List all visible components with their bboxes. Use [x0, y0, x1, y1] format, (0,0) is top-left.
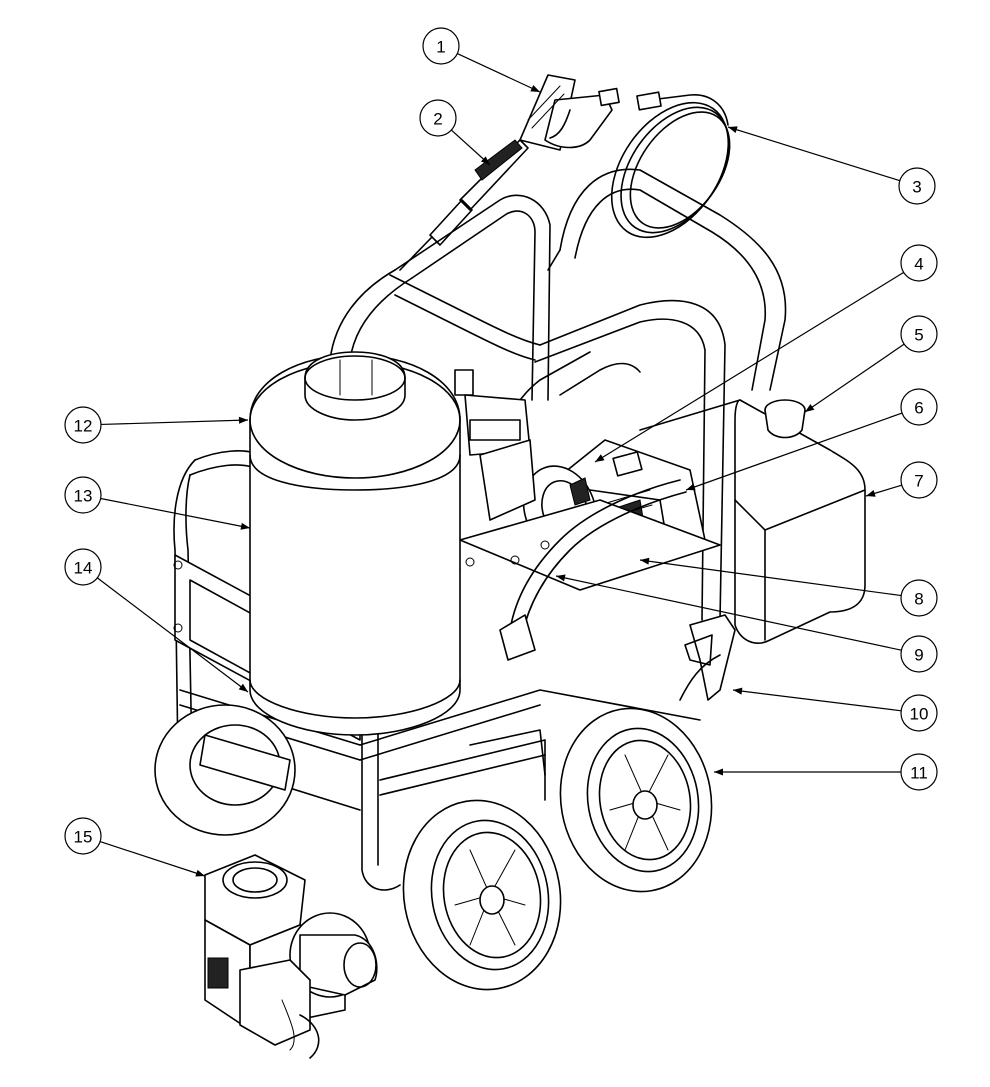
callout-number: 7 — [914, 472, 923, 491]
callout-arrowhead — [866, 490, 876, 497]
callout-circle — [64, 476, 102, 514]
callout-circle — [900, 315, 938, 353]
burner-fittings — [454, 369, 536, 521]
callout-arrowhead — [240, 522, 250, 530]
callout-leader-line — [804, 343, 905, 413]
callout-number: 14 — [74, 559, 93, 578]
callout-9: 9 — [555, 574, 938, 673]
callout-3: 3 — [727, 126, 936, 205]
callout-arrowhead — [640, 557, 650, 565]
callout-leader-line — [100, 419, 249, 426]
callout-number: 12 — [74, 417, 93, 436]
callout-number: 9 — [914, 646, 923, 665]
callout-number: 10 — [910, 705, 929, 724]
callout-circle — [64, 817, 102, 855]
callout-4: 4 — [594, 244, 938, 463]
callout-number: 15 — [74, 828, 93, 847]
callout-13: 13 — [64, 476, 251, 530]
outlet-hose — [499, 479, 687, 661]
burner-assembly-detail — [204, 854, 378, 1059]
callout-arrowhead — [728, 126, 738, 134]
callout-leader-line — [639, 559, 902, 597]
callout-12: 12 — [64, 406, 249, 444]
callout-arrowhead — [530, 85, 540, 92]
callout-arrowhead — [805, 404, 815, 412]
callout-2: 2 — [419, 99, 491, 166]
callout-6: 6 — [685, 388, 938, 491]
callout-number: 5 — [914, 326, 923, 345]
callout-leader-line — [555, 575, 902, 651]
callout-leader-line — [685, 412, 903, 491]
callout-10: 10 — [732, 687, 938, 732]
callout-circle — [900, 461, 938, 499]
callout-number: 3 — [912, 178, 921, 197]
front-wheel-left — [402, 799, 562, 991]
spray-gun — [519, 74, 620, 151]
callout-arrowhead — [686, 483, 696, 491]
rear-wheel-left — [154, 704, 296, 836]
callout-arrowhead — [733, 687, 743, 695]
callout-arrowhead — [595, 454, 605, 462]
callout-circle — [900, 388, 938, 426]
boiler-coil — [249, 351, 461, 736]
callout-8: 8 — [639, 557, 938, 617]
callout-circle — [900, 579, 938, 617]
callout-5: 5 — [804, 315, 938, 413]
callout-arrowhead — [238, 416, 248, 424]
callout-leader-line — [727, 126, 900, 182]
callout-15: 15 — [64, 817, 206, 877]
callout-number: 13 — [74, 487, 93, 506]
callout-circle — [64, 548, 102, 586]
spray-wand — [399, 139, 529, 271]
callout-leader-line — [457, 53, 541, 93]
callout-circle — [900, 635, 938, 673]
callout-11: 11 — [714, 753, 938, 791]
callout-circle — [900, 244, 938, 282]
callout-number: 6 — [914, 399, 923, 418]
hose-coil — [610, 91, 731, 239]
callout-number: 11 — [910, 764, 928, 783]
callout-circle — [422, 27, 460, 65]
callout-arrowhead — [714, 768, 723, 776]
front-wheel-right — [559, 707, 713, 893]
callout-number: 8 — [914, 590, 923, 609]
callout-number: 1 — [436, 38, 445, 57]
callout-number: 2 — [433, 110, 442, 129]
callout-arrowhead — [480, 156, 490, 165]
callout-circle — [900, 694, 938, 732]
callout-arrowhead — [238, 683, 248, 692]
callout-circle — [419, 99, 457, 137]
callout-leader-line — [99, 841, 206, 877]
callout-number: 4 — [914, 255, 923, 274]
gun-holder-bracket — [679, 614, 736, 701]
callout-leader-line — [594, 271, 904, 463]
callout-leader-line — [96, 577, 249, 693]
callout-leader-line — [100, 497, 251, 529]
pump-motor-assembly — [459, 439, 721, 591]
callout-arrowhead — [195, 869, 205, 877]
callout-circle — [64, 406, 102, 444]
callout-circle — [900, 753, 938, 791]
callout-14: 14 — [64, 548, 249, 693]
callout-circle — [898, 167, 936, 205]
callout-1: 1 — [422, 27, 541, 93]
callout-leader-line — [732, 689, 902, 712]
callout-7: 7 — [865, 461, 938, 499]
callout-arrowhead — [556, 574, 566, 582]
